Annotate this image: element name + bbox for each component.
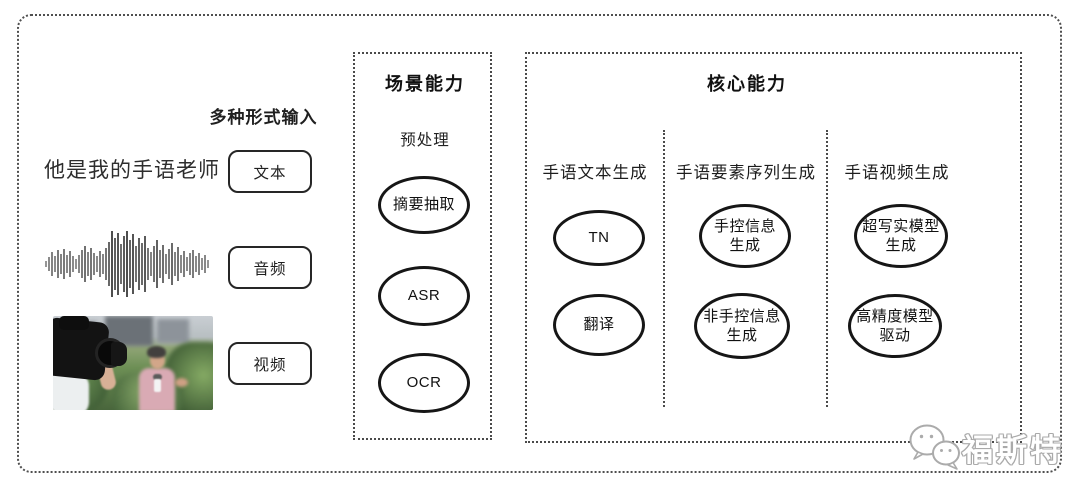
watermark-text: 福斯特 [962,432,1064,468]
photo-reporter-hair [147,346,166,358]
input-type-audio-box: 音频 [228,246,312,289]
wechat-chat-bubbles-icon [909,424,960,470]
node-ocr: OCR [378,353,470,413]
photo-microphone [154,379,161,392]
photo-reporter-hand [175,378,188,387]
node-manual-info-generation: 手控信息 生成 [699,204,791,268]
input-type-text-box: 文本 [228,150,312,193]
input-type-text-label: 文本 [253,164,287,182]
node-tn: TN [553,210,645,266]
input-type-video-label: 视频 [253,356,287,374]
reporter-filming-photo [53,316,213,410]
preprocess-label: 预处理 [400,132,450,149]
node-summary-extraction: 摘要抽取 [378,176,470,234]
input-type-video-box: 视频 [228,342,312,385]
input-section-label: 多种形式输入 [209,108,318,127]
node-non-manual-info-generation: 非手控信息 生成 [694,293,790,359]
photo-camera-top [59,316,89,330]
sample-sentence-text: 他是我的手语老师 [44,159,220,182]
core-capability-panel: 核心能力 手语文本生成 手语要素序列生成 手语视频生成 TN 翻译 手控信息 生… [525,52,1022,443]
node-hyperrealistic-model-generation: 超写实模型 生成 [854,204,948,268]
column-divider [663,130,665,407]
core-panel-title: 核心能力 [707,74,787,94]
column-divider [826,130,828,407]
audio-waveform-icon [45,231,209,297]
outer-dotted-frame [17,14,1062,473]
watermark: 福斯特 [906,420,1064,474]
scene-panel-title: 场景能力 [385,74,465,94]
photo-microphone [153,374,162,380]
input-type-audio-label: 音频 [253,260,287,278]
node-translation: 翻译 [553,294,645,356]
column-header-sign-element-sequence-generation: 手语要素序列生成 [676,164,816,182]
photo-building-shape [157,319,189,343]
column-header-sign-video-generation: 手语视频生成 [844,164,950,182]
scene-capability-panel: 场景能力 预处理 摘要抽取 ASR OCR [353,52,492,440]
photo-camera-hood [111,342,127,366]
node-high-precision-model-driving: 高精度模型 驱动 [848,294,942,358]
node-asr: ASR [378,266,470,326]
column-header-sign-text-generation: 手语文本生成 [542,164,648,182]
